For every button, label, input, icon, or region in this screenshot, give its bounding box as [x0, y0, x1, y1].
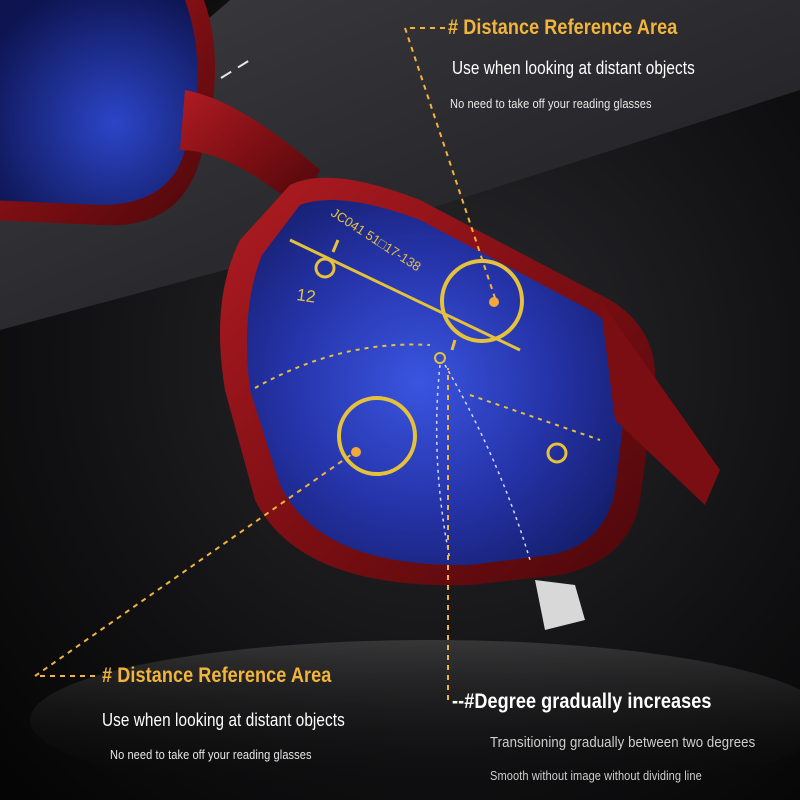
bridge [180, 90, 320, 210]
marking-tick-1 [331, 239, 340, 253]
bottom-right-callout-line2: Smooth without image without dividing li… [490, 768, 702, 783]
marking-progressive-left [435, 364, 451, 561]
left-lens [0, 0, 198, 205]
marking-dot-near [351, 447, 361, 457]
bottom-right-callout-line1: Transitioning gradually between two degr… [490, 734, 756, 751]
marking-circle-small-left [314, 257, 336, 279]
marking-tick-2 [450, 339, 457, 351]
marking-circle-distance [440, 259, 524, 343]
bottom-left-callout-title: # Distance Reference Area [102, 664, 332, 687]
temple-tip [535, 580, 585, 630]
temple-arm [600, 300, 720, 505]
leader-top [403, 27, 496, 299]
marking-circle-near [337, 396, 417, 476]
right-lens [246, 200, 629, 566]
marking-progressive-right [444, 364, 531, 561]
bottom-left-callout-line2: No need to take off your reading glasses [110, 747, 312, 762]
bottom-left-callout-line1: Use when looking at distant objects [102, 710, 345, 730]
top-callout-line2: No need to take off your reading glasses [450, 96, 652, 111]
marking-dot-distance [489, 297, 499, 307]
top-callout-line1: Use when looking at distant objects [452, 58, 695, 78]
callout-leaders [31, 27, 496, 700]
lens-number-text: 12 [295, 285, 316, 306]
leader-bottom-left [31, 451, 356, 677]
marking-circle-small-right [546, 442, 568, 464]
marking-circle-center [434, 352, 446, 364]
marking-arc [254, 343, 431, 389]
top-callout-title: # Distance Reference Area [448, 16, 678, 39]
table-reflection [30, 640, 800, 800]
bottom-right-callout-title: --#Degree gradually increases [452, 690, 712, 713]
